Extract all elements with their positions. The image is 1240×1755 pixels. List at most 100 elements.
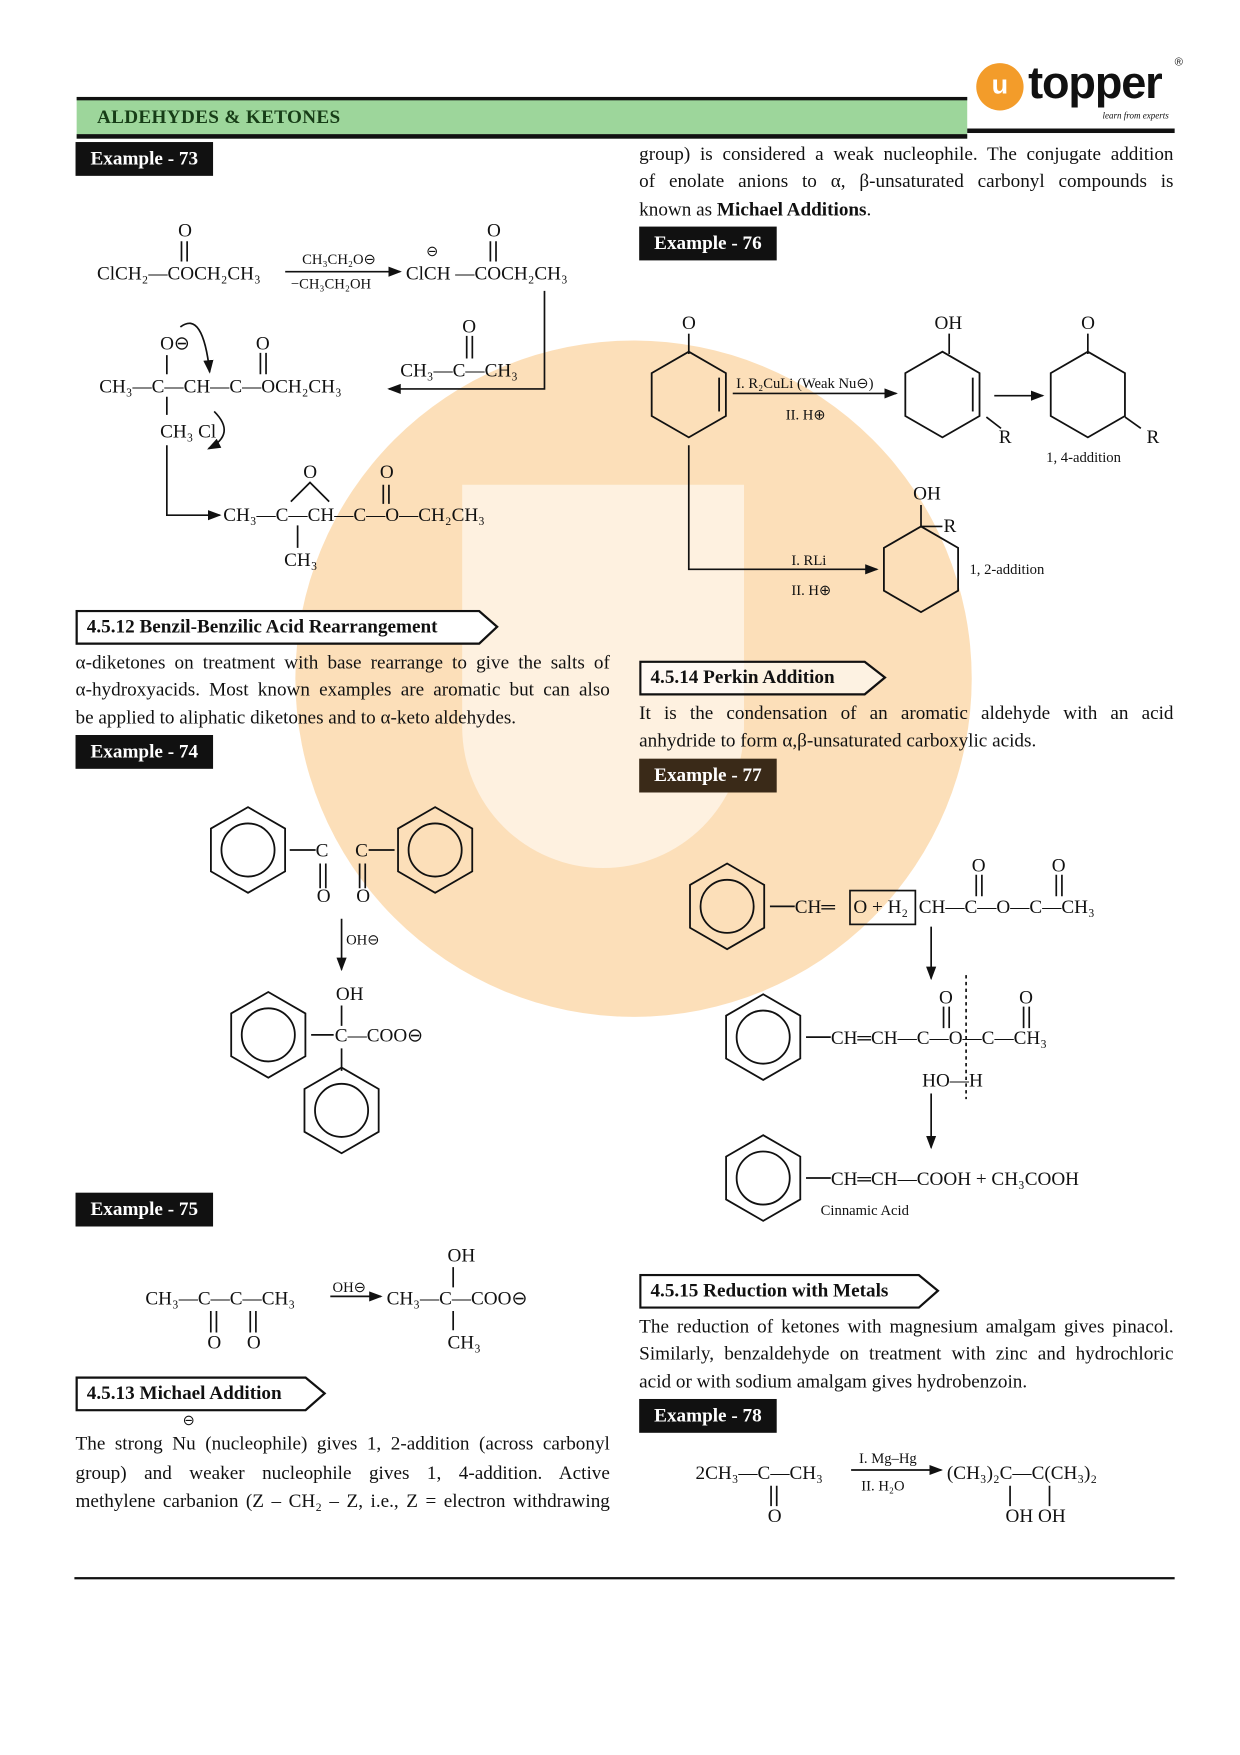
ex74-product: C—COO⊖: [335, 1026, 423, 1047]
ex77-anhydride: CH—C—O—C—CH₃: [919, 897, 1095, 918]
bold-term: Michael Additions: [716, 197, 867, 220]
carbon-label: C: [316, 841, 329, 862]
hydroxyl-label: OH: [913, 483, 941, 504]
oxygen-label: O: [1081, 313, 1095, 334]
example-73-label: Example - 73: [75, 142, 214, 176]
ex75-product: CH₃—C—COO⊖: [387, 1288, 528, 1309]
product-name: Cinnamic Acid: [821, 1203, 910, 1219]
section-title: 4.5.12 Benzil-Benzilic Acid Rearrangemen…: [86, 615, 438, 637]
chapter-header: ALDEHYDES & KETONES: [76, 96, 968, 139]
oxygen-label: O: [1019, 987, 1033, 1008]
oxygen-label: O: [178, 221, 192, 242]
ex78-reactant: 2CH₃—C—CH₃: [696, 1463, 823, 1484]
section-title: 4.5.15 Reduction with Metals: [650, 1279, 889, 1301]
oxygen-label: O: [256, 333, 270, 354]
section-4-5-13-text: The strong Nu (nucleophile) gives 1, 2-a…: [76, 1429, 610, 1515]
charge-symbol: ⊖: [426, 244, 438, 260]
hydroxyl-label: OH: [336, 984, 364, 1005]
oxyanion-label: O⊖: [160, 333, 190, 354]
r-group-label: R: [1146, 427, 1159, 448]
text-line: methylene carbanion (Z – CH₂ – Z, i.e., …: [75, 1490, 610, 1512]
text-line: It is the condensation of an aromatic al…: [639, 702, 1174, 724]
section-title: 4.5.14 Perkin Addition: [650, 666, 835, 688]
section-4-5-14-heading: 4.5.14 Perkin Addition: [639, 660, 889, 696]
section-4-5-15-heading: 4.5.15 Reduction with Metals: [639, 1273, 941, 1309]
example-74-label: Example - 74: [75, 734, 214, 769]
oxygen-label: O: [939, 987, 953, 1008]
cyclohexane-ring: [650, 350, 727, 439]
ex77-intermediate: CH═CH—C—O—C—CH₃: [831, 1028, 1047, 1049]
oxygen-label: O: [303, 462, 317, 483]
ex73-ketone-fragment: CH₃—C—CH₃: [400, 361, 518, 382]
ex78-reagent-2: II. H₂O: [861, 1478, 904, 1494]
addition-12-label: 1, 2-addition: [969, 562, 1044, 578]
methyl-label: CH₃: [284, 550, 317, 571]
r-group-label: R: [999, 427, 1012, 448]
ex77-product: CH═CH—COOH + CH₃COOH: [831, 1169, 1079, 1190]
ex76-reagent-3: I. RLi: [791, 553, 826, 569]
oxygen-label: O: [317, 886, 331, 907]
ex73-epoxide-product: CH₃—C—CH—C—O—CH₂CH₃: [223, 505, 485, 526]
text-line: of enolate anions to α, β-unsaturated ca…: [639, 170, 1174, 192]
ex77-eliminated-atoms: O + H₂: [853, 897, 908, 918]
example-75-label: Example - 75: [75, 1192, 214, 1227]
carbon-label: C: [355, 841, 368, 862]
oxygen-label: O: [768, 1506, 782, 1527]
text-line: α-diketones on treatment with base rearr…: [75, 651, 610, 673]
text-line: anhydride to form α,β-unsaturated carbox…: [639, 729, 1037, 752]
text-line: The strong Nu (nucleophile) gives 1, 2-a…: [75, 1432, 610, 1455]
aromatic-circle: [407, 822, 463, 878]
hydroxyl-label: OH: [935, 313, 963, 334]
hydroxyl-label: OH: [448, 1245, 476, 1266]
oxygen-label: O: [462, 317, 476, 338]
methyl-label: CH₃: [448, 1332, 481, 1353]
ex73-byproduct: −CH₃CH₂OH: [291, 277, 372, 293]
aromatic-circle: [220, 822, 276, 878]
benzene-ring: [303, 1066, 380, 1155]
benzene-ring: [689, 862, 766, 951]
ex73-intermediate: CH₃—C—CH—C—OCH₂CH₃: [99, 376, 342, 397]
text: .: [866, 197, 872, 220]
text-line: group) and weaker nucleophile gives 1, 4…: [75, 1461, 610, 1483]
text-line: Similarly, benzaldehyde on treatment wit…: [639, 1342, 1174, 1365]
benzene-ring: [397, 806, 474, 894]
cyclohexane-ring: [1049, 350, 1126, 439]
oxygen-label: O: [682, 313, 696, 334]
text-line: acid or with sodium amalgam gives hydrob…: [639, 1370, 1028, 1392]
benzene-ring: [230, 990, 307, 1079]
text-line: The reduction of ketones with magnesium …: [639, 1315, 1174, 1337]
logo-tagline: learn from experts: [1102, 110, 1169, 121]
section-4-5-12-text: α-diketones on treatment with base rearr…: [76, 649, 610, 731]
example-78-label: Example - 78: [639, 1398, 777, 1433]
example-77-label: Example - 77: [639, 758, 777, 793]
cyclohexane-ring: [904, 350, 981, 439]
oxygen-label: O: [487, 221, 501, 242]
benzene-ring: [725, 1134, 802, 1222]
section-4-5-14-text: It is the condensation of an aromatic al…: [639, 700, 1173, 755]
oxygen-label: O: [247, 1332, 261, 1353]
ex73-reagent: CH₃CH₂O⊖: [302, 252, 376, 268]
footer-rule: [74, 1577, 1175, 1580]
aromatic-circle: [314, 1082, 370, 1138]
aromatic-circle: [735, 1150, 791, 1206]
text-line: known as Michael Additions.: [639, 196, 1173, 223]
ring-structures: [210, 350, 1126, 1222]
example-76-label: Example - 76: [639, 226, 777, 261]
text-line: group) is considered a weak nucleophile.…: [639, 143, 1174, 165]
logo-text: topper: [1028, 58, 1163, 109]
oxygen-label: O: [1052, 855, 1066, 876]
chapter-title: ALDEHYDES & KETONES: [96, 105, 341, 128]
topper-logo: u topper ® learn from experts: [976, 56, 1183, 124]
benzene-ring: [725, 993, 802, 1081]
section-title: 4.5.13 Michael Addition: [86, 1382, 282, 1404]
ex76-reagent-2: II. H⊕: [786, 407, 826, 423]
michael-addition-continued: group) is considered a weak nucleophile.…: [639, 141, 1173, 223]
logo-registered: ®: [1174, 56, 1183, 69]
oxygen-label: O: [972, 855, 986, 876]
ex74-reagent: OH⊖: [346, 933, 379, 949]
aromatic-circle: [735, 1009, 791, 1065]
text: known as: [639, 197, 717, 220]
oxygen-label: O: [380, 462, 394, 483]
oxygen-label: O: [356, 886, 370, 907]
